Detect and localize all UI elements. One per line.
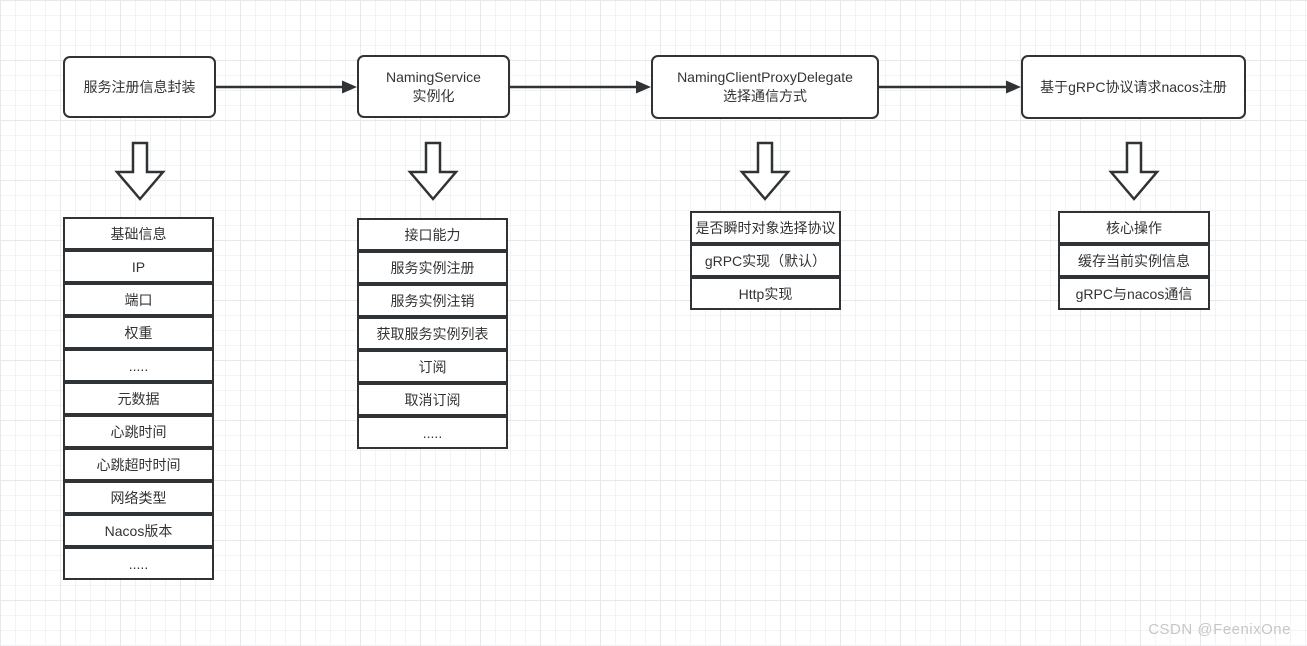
list-item: 网络类型 xyxy=(63,481,214,514)
list-item: ..... xyxy=(63,349,214,382)
list-item: 服务实例注册 xyxy=(357,251,508,284)
arrow-step2-to-step3 xyxy=(510,80,651,94)
list-item: gRPC实现（默认） xyxy=(690,244,841,277)
list-item: ..... xyxy=(63,547,214,580)
arrow-step3-to-step4 xyxy=(879,80,1021,94)
list-item: 心跳时间 xyxy=(63,415,214,448)
flow-step-proxy-delegate: NamingClientProxyDelegate 选择通信方式 xyxy=(651,55,879,119)
list-item: gRPC与nacos通信 xyxy=(1058,277,1210,310)
list-item: 元数据 xyxy=(63,382,214,415)
list-item: 端口 xyxy=(63,283,214,316)
list-item: ..... xyxy=(357,416,508,449)
list-item: 是否瞬时对象选择协议 xyxy=(690,211,841,244)
block-down-arrow-step1 xyxy=(114,141,166,201)
list-item: 接口能力 xyxy=(357,218,508,251)
list-item: 基础信息 xyxy=(63,217,214,250)
list-item: Http实现 xyxy=(690,277,841,310)
list-item: 服务实例注销 xyxy=(357,284,508,317)
list-item: 取消订阅 xyxy=(357,383,508,416)
flow-step-naming-service: NamingService 实例化 xyxy=(357,55,510,118)
list-item: 获取服务实例列表 xyxy=(357,317,508,350)
list-item: 权重 xyxy=(63,316,214,349)
block-down-arrow-step2 xyxy=(407,141,459,201)
block-down-arrow-step4 xyxy=(1108,141,1160,201)
list-item: 订阅 xyxy=(357,350,508,383)
list-interface-capability: 接口能力服务实例注册服务实例注销获取服务实例列表订阅取消订阅..... xyxy=(357,218,508,449)
flow-step-register-info: 服务注册信息封装 xyxy=(63,56,216,118)
arrow-step1-to-step2 xyxy=(216,80,357,94)
list-item: IP xyxy=(63,250,214,283)
csdn-watermark: CSDN @FeenixOne xyxy=(1148,621,1291,638)
list-item: 心跳超时时间 xyxy=(63,448,214,481)
flow-step-grpc-register: 基于gRPC协议请求nacos注册 xyxy=(1021,55,1246,119)
block-down-arrow-step3 xyxy=(739,141,791,201)
list-item: 核心操作 xyxy=(1058,211,1210,244)
list-item: Nacos版本 xyxy=(63,514,214,547)
list-item: 缓存当前实例信息 xyxy=(1058,244,1210,277)
